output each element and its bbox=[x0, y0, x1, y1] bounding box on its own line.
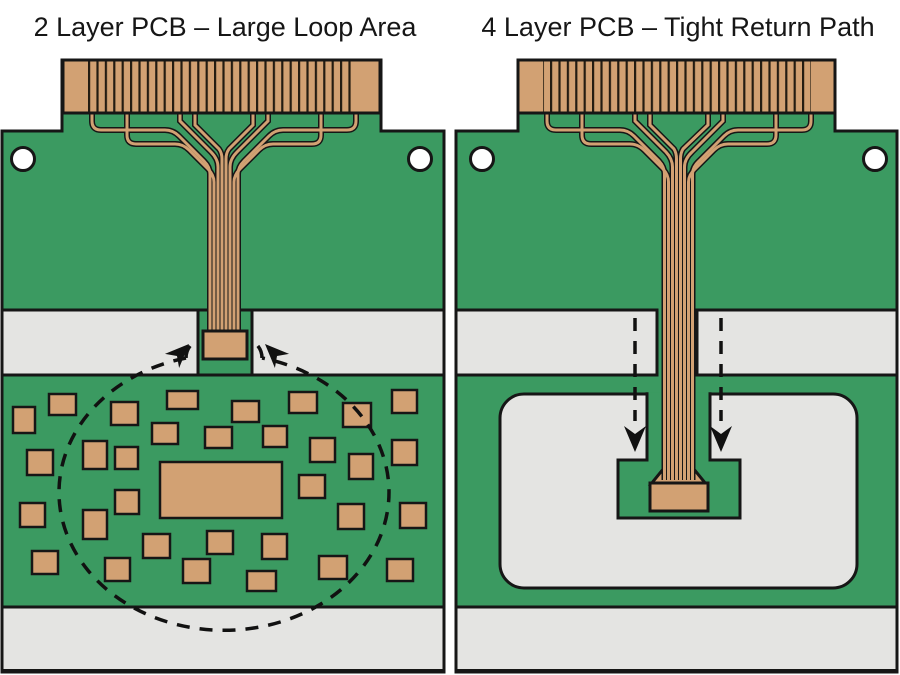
smd-component bbox=[103, 556, 132, 583]
loop-dash-stub bbox=[253, 341, 264, 359]
smd-component bbox=[341, 401, 373, 429]
bottom-plane-band bbox=[0, 605, 446, 672]
large-loop-annotation bbox=[57, 341, 391, 633]
smd-component bbox=[390, 388, 419, 415]
right-panel-title: 4 Layer PCB – Tight Return Path bbox=[481, 12, 874, 42]
connector-pad bbox=[201, 329, 249, 361]
connector-fingers bbox=[88, 61, 356, 112]
smd-component bbox=[11, 405, 37, 435]
smd-component bbox=[141, 532, 172, 560]
smd-component bbox=[230, 399, 261, 424]
left-panel-title: 2 Layer PCB – Large Loop Area bbox=[34, 12, 418, 42]
bottom-plane-band bbox=[454, 605, 899, 672]
smd-component bbox=[47, 392, 78, 417]
smd-component bbox=[297, 473, 327, 500]
smd-component bbox=[203, 425, 234, 450]
connector-pad bbox=[648, 481, 710, 513]
smd-component bbox=[205, 529, 235, 556]
smd-component bbox=[25, 448, 55, 477]
mounting-hole bbox=[407, 146, 433, 172]
smd-component bbox=[81, 439, 109, 471]
return-path-annotation bbox=[624, 318, 732, 452]
mounting-hole bbox=[10, 146, 36, 172]
ic-chip bbox=[158, 460, 284, 520]
pcb-2layer-panel: 2 Layer PCB – Large Loop Area bbox=[0, 12, 446, 674]
smd-component bbox=[245, 569, 278, 593]
smd-component bbox=[347, 452, 375, 481]
down-arrowhead-icon bbox=[710, 426, 732, 452]
smd-component bbox=[150, 421, 180, 446]
smd-component bbox=[30, 549, 60, 576]
smd-component bbox=[81, 508, 109, 541]
loop-dashed-ellipse bbox=[57, 356, 391, 633]
connector-fingers bbox=[543, 61, 811, 112]
smd-component bbox=[261, 424, 289, 449]
loop-dash-stub bbox=[184, 341, 195, 359]
smd-component bbox=[398, 501, 428, 530]
mounting-hole bbox=[469, 146, 495, 172]
smd-component bbox=[390, 438, 419, 467]
smd-component bbox=[113, 445, 140, 471]
smd-components bbox=[11, 388, 428, 593]
loop-arrowhead-icon bbox=[164, 344, 189, 369]
smd-component bbox=[385, 557, 415, 583]
smd-component bbox=[317, 554, 349, 581]
pcb-4layer-panel: 4 Layer PCB – Tight Return Path bbox=[454, 12, 899, 674]
smd-component bbox=[109, 400, 140, 427]
smd-component bbox=[181, 557, 212, 585]
smd-component bbox=[165, 389, 200, 411]
smd-component bbox=[336, 502, 366, 531]
smd-component bbox=[260, 532, 289, 561]
smd-component bbox=[308, 436, 337, 464]
smd-component bbox=[18, 501, 47, 529]
smd-component bbox=[113, 488, 141, 516]
mounting-hole bbox=[862, 146, 888, 172]
smd-component bbox=[287, 390, 319, 415]
plane-band-right bbox=[695, 308, 899, 377]
loop-arrowhead-icon bbox=[265, 344, 290, 369]
plane-band-left bbox=[454, 308, 659, 377]
down-arrowhead-icon bbox=[624, 426, 646, 452]
